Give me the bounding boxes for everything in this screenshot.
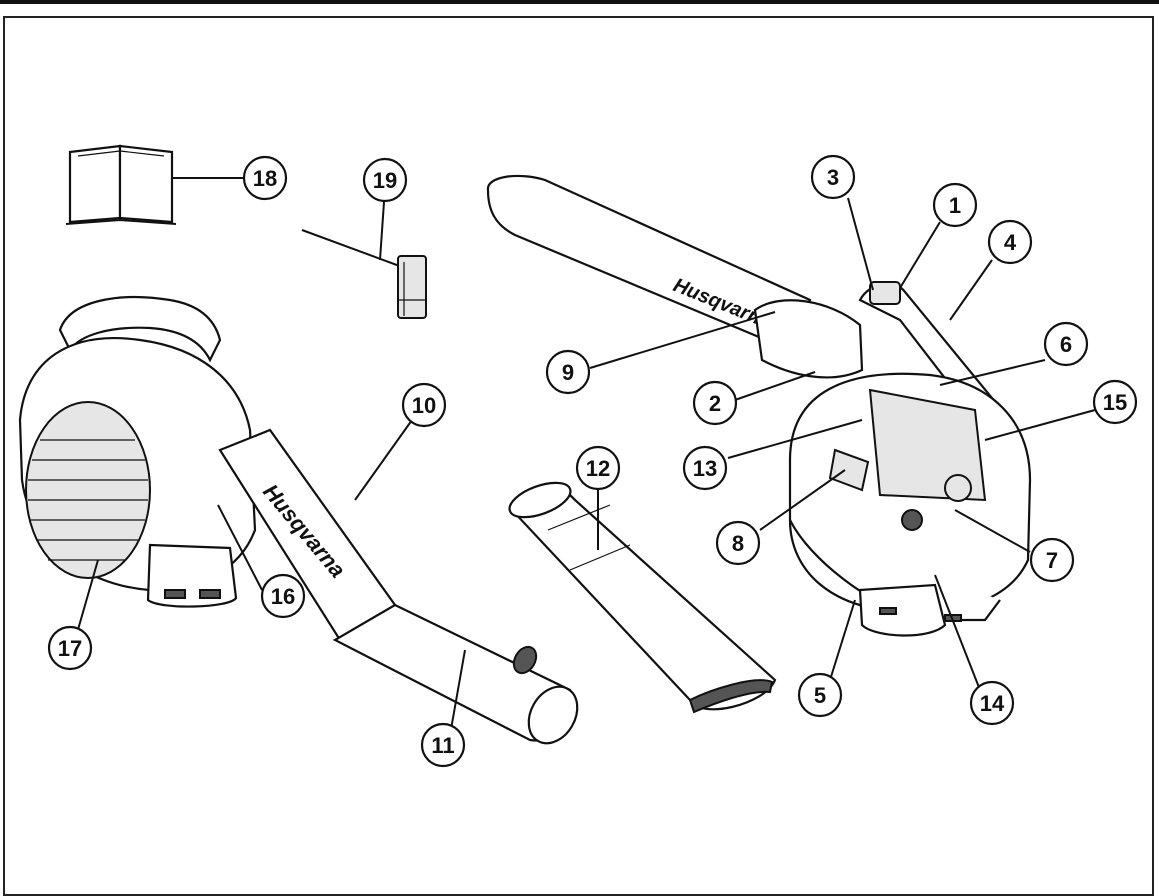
callout-7: 7 (1029, 537, 1075, 583)
callout-12: 12 (575, 445, 621, 491)
svg-text:18: 18 (253, 166, 277, 191)
svg-text:5: 5 (814, 683, 826, 708)
callout-5: 5 (797, 672, 843, 718)
callout-8: 8 (715, 520, 761, 566)
spark-plug-wrench-icon (301, 201, 427, 319)
callout-10: 10 (401, 382, 447, 428)
svg-text:14: 14 (980, 691, 1005, 716)
svg-text:9: 9 (562, 360, 574, 385)
callout-2: 2 (692, 380, 738, 426)
callout-16: 16 (260, 573, 306, 619)
callout-6: 6 (1043, 321, 1089, 367)
svg-text:11: 11 (431, 733, 454, 758)
callout-17: 17 (47, 625, 93, 671)
callout-14: 14 (969, 680, 1015, 726)
callout-15: 15 (1092, 379, 1138, 425)
svg-text:1: 1 (949, 193, 961, 218)
svg-text:4: 4 (1004, 230, 1017, 255)
callout-1: 1 (932, 182, 978, 228)
svg-text:17: 17 (58, 636, 82, 661)
callout-19: 19 (362, 157, 408, 203)
svg-text:7: 7 (1046, 548, 1058, 573)
left-blower-illustration: Husqvarna (18, 295, 579, 745)
svg-text:19: 19 (373, 168, 397, 193)
right-blower-illustration: Husqvarna (486, 174, 1096, 691)
svg-text:13: 13 (693, 456, 717, 481)
svg-text:8: 8 (732, 531, 744, 556)
callout-13: 13 (682, 445, 728, 491)
manual-book-icon (65, 144, 244, 225)
svg-text:2: 2 (709, 391, 721, 416)
callout-4: 4 (987, 219, 1033, 265)
callout-3: 3 (810, 154, 856, 200)
svg-text:12: 12 (586, 456, 610, 481)
top-rule (0, 0, 1159, 4)
svg-text:16: 16 (271, 584, 295, 609)
svg-text:6: 6 (1060, 332, 1072, 357)
callout-18: 18 (242, 155, 288, 201)
svg-text:10: 10 (412, 393, 436, 418)
callout-11: 11 (420, 722, 466, 768)
callout-9: 9 (545, 349, 591, 395)
svg-text:3: 3 (827, 165, 839, 190)
flat-nozzle-illustration (508, 481, 777, 714)
svg-text:15: 15 (1103, 390, 1127, 415)
